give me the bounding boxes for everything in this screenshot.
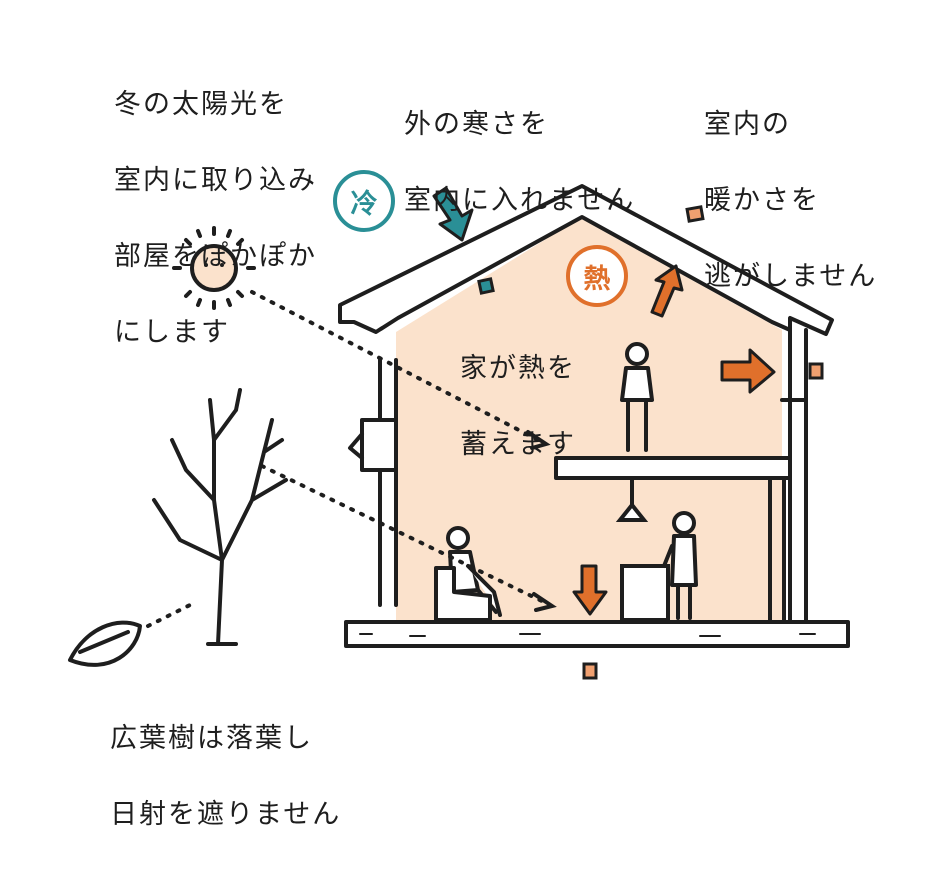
person-icon [446,342,698,620]
roof-outline [338,184,834,336]
heat-arrow-down [572,564,608,616]
window-frame-left [348,418,398,472]
ray-upper [250,290,544,444]
cold-caption: 外の寒さを 室内に入れません [404,68,635,258]
house-illustration [68,184,850,680]
tree-icon [152,388,288,646]
heat-particles [582,205,824,680]
left-wall [378,358,398,607]
tree-caption: 広葉樹は落葉し 日射を遮りません [110,682,341,872]
arrow-icon [432,186,474,242]
leaf-icon [68,620,142,667]
cold-badge: 冷 [333,170,395,232]
cold-caption-line: 室内に入れません [404,185,636,216]
cold-particle [477,277,495,295]
right-wall [788,328,808,622]
sun-caption-line: 部屋をぽかぽか [114,241,317,272]
cold-caption-line: 外の寒さを [404,109,549,140]
heat-arrow-right [720,348,776,394]
upper-floor [554,456,792,480]
heat-badge: 熱 [566,245,628,307]
warm-caption-line: 室内の [704,109,791,140]
heat-arrows [572,264,776,616]
leaf-dots [146,602,194,628]
diagram-canvas: 冷 熱 冬の太陽光を 室内に取り込み 部屋をぽかぽか にします 外の寒さを 室内… [68,48,877,830]
sun-icon [172,226,256,310]
heat-store-line: 家が熱を [460,353,576,384]
sun-caption: 冬の太陽光を 室内に取り込み 部屋をぽかぽか にします [114,48,317,390]
ray-arrowheads [526,430,557,612]
floor-texture [359,633,816,637]
tree-caption-line: 広葉樹は落葉し [110,723,313,754]
ground-floor [344,620,850,648]
counter-box [620,564,670,622]
heat-store-line: 蓄えます [460,429,576,460]
lamp-icon [615,476,649,522]
heat-arrow-up [650,264,684,318]
warm-caption-line: 逃がしません [704,261,878,292]
upper-floor-post [768,476,786,622]
house-icon [338,184,850,648]
right-wall-cap [780,398,808,422]
sun-rays [146,290,550,628]
sun-caption-line: にします [114,317,230,348]
sun-caption-line: 室内に取り込み [114,165,317,196]
heat-store-caption: 家が熱を 蓄えます [460,312,576,502]
cold-arrow [432,186,474,242]
tree-caption-line: 日射を遮りません [110,799,342,830]
sun-caption-line: 冬の太陽光を [114,89,288,120]
chair-icon [434,566,492,622]
warm-caption-line: 暖かさを [704,185,820,216]
ray-lower [260,464,550,606]
warm-caption: 室内の 暖かさを 逃がしません [704,68,877,334]
